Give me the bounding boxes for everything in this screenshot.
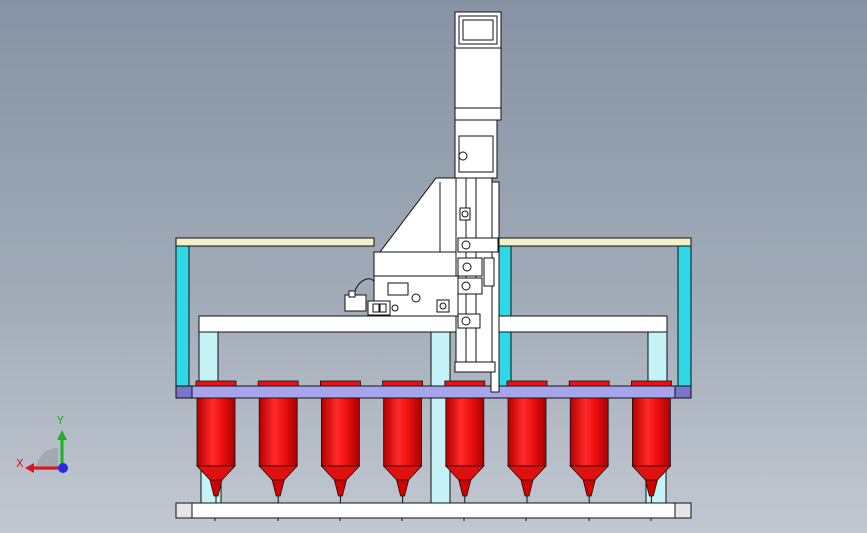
cartridge-barrel (445, 397, 485, 467)
dispensing-cartridge (195, 380, 237, 503)
cartridge-needle (271, 479, 285, 497)
cartridge-barrel (632, 397, 671, 467)
cartridge-array (195, 380, 672, 503)
mounting-plate (175, 385, 692, 399)
cartridge-barrel (507, 397, 547, 467)
z-axis-actuator (454, 11, 502, 393)
cartridge-cap (444, 380, 486, 387)
dispense-carriage (344, 177, 499, 329)
base-plate (175, 502, 692, 521)
x-axis-label: X (16, 457, 24, 470)
coordinate-triad (25, 430, 68, 473)
cartridge-needle (209, 479, 223, 497)
cartridge-cap (195, 380, 237, 387)
dispensing-cartridge (631, 380, 672, 503)
cartridge-cone (382, 465, 423, 481)
z-axis-dot (58, 463, 68, 473)
cartridge-barrel (320, 397, 360, 467)
cartridge-needle (458, 479, 472, 497)
dispensing-cartridge (568, 380, 610, 503)
cartridge-barrel (569, 397, 609, 467)
dispensing-cartridge (319, 380, 361, 503)
cartridge-cap (257, 380, 299, 387)
y-axis-arrowhead (57, 430, 67, 440)
cartridge-barrel (258, 397, 298, 467)
cartridge-cap (506, 380, 548, 387)
dispensing-cartridge (444, 380, 486, 503)
cartridge-needle (644, 479, 658, 497)
y-axis-label: Y (57, 414, 64, 427)
cartridge-cap (319, 380, 361, 387)
cartridge-needle (520, 479, 534, 497)
cartridge-needle (333, 479, 347, 497)
dispensing-cartridge (382, 380, 424, 503)
dispensing-cartridge (257, 380, 299, 503)
cartridge-cone (569, 465, 610, 481)
cartridge-cone (320, 465, 361, 481)
cartridge-cone (444, 465, 485, 481)
cartridge-cap (382, 380, 424, 387)
cartridge-barrel (383, 397, 423, 467)
x-axis-arrowhead (25, 463, 34, 473)
cartridge-cap (568, 380, 610, 387)
cartridge-barrel (196, 397, 236, 467)
dispensing-cartridge (506, 380, 548, 503)
cartridge-cone (507, 465, 547, 481)
cartridge-needle (396, 479, 410, 497)
cartridge-needle (582, 479, 596, 497)
cartridge-cap (631, 380, 672, 387)
cartridge-cone (258, 465, 299, 481)
